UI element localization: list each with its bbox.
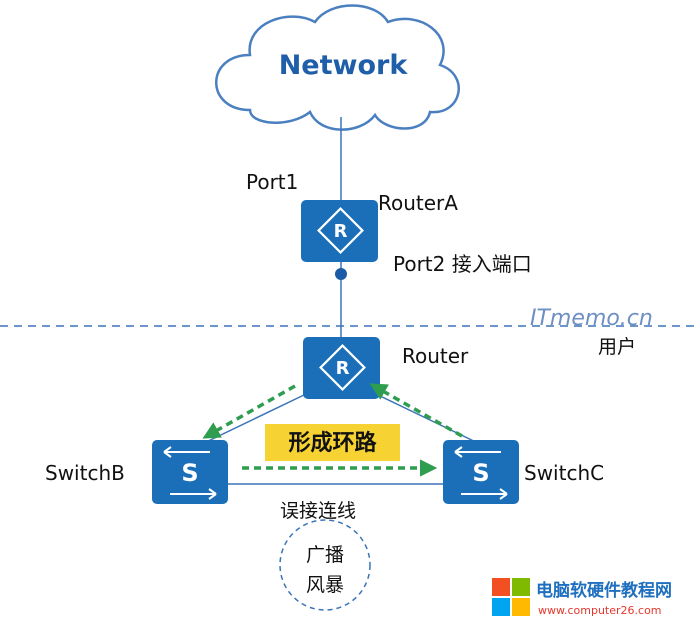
router-icon: R (303, 337, 380, 399)
user-zone-label: 用户 (598, 336, 636, 358)
watermark: ITmemo.cn (530, 306, 653, 331)
switchb-icon: S (152, 440, 228, 504)
switchc-icon-letter: S (472, 459, 489, 487)
switchb-label: SwitchB (45, 461, 125, 485)
port2-dot (335, 268, 347, 280)
port2-label: Port2 接入端口 (393, 252, 532, 276)
broadcast-storm-circle (279, 519, 371, 611)
routera-icon-letter: R (334, 221, 348, 242)
network-cloud-icon (215, 4, 460, 131)
brand-title: 电脑软硬件教程网 (536, 580, 672, 601)
network-label: Network (279, 50, 409, 81)
loop-arrow-switchc-to-router (369, 383, 463, 438)
switchc-label: SwitchC (524, 461, 604, 485)
port1-label: Port1 (246, 170, 298, 194)
loop-label: 形成环路 (288, 430, 377, 456)
brand-logo-icon (492, 578, 530, 616)
switchc-icon: S (443, 440, 519, 504)
broadcast-storm-line2: 风暴 (306, 574, 344, 596)
router-icon-letter: R (336, 358, 350, 379)
loop-arrow-router-to-switchb (202, 384, 296, 439)
routera-label: RouterA (378, 191, 458, 215)
router-label: Router (402, 344, 469, 368)
switchb-icon-letter: S (181, 459, 198, 487)
miswire-label: 误接连线 (280, 500, 356, 522)
routera-icon: R (301, 200, 378, 262)
broadcast-storm-line1: 广播 (306, 544, 344, 566)
link-router-switchc (375, 393, 483, 446)
loop-label-background (265, 424, 400, 461)
brand-url: www.computer26.com (538, 604, 662, 617)
